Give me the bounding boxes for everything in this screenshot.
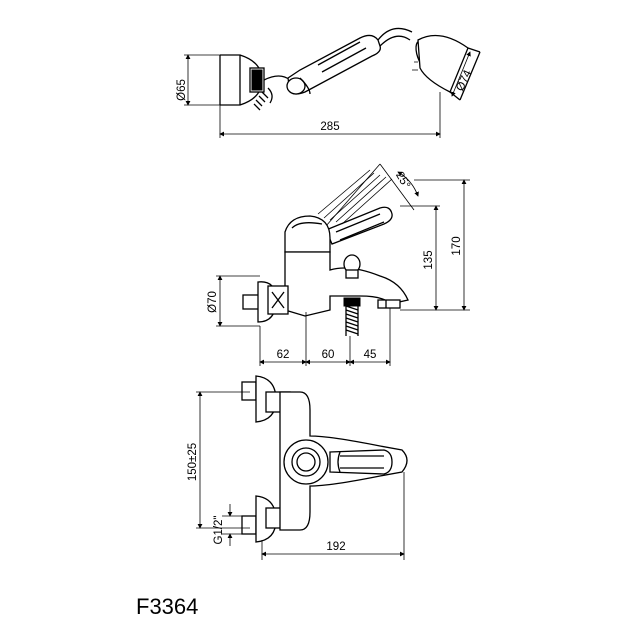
dim-192: 192	[326, 541, 345, 553]
dim-60: 60	[322, 349, 335, 361]
dim-angle: 25°	[393, 170, 412, 191]
dim-center: 150±25	[187, 443, 199, 481]
model-code: F3364	[136, 594, 198, 619]
dim-diameter-holder: Ø65	[176, 79, 188, 101]
dim-height-135: 135	[423, 250, 435, 269]
hand-shower-top-view: Ø65 Ø74 285	[176, 27, 481, 138]
mixer-side-view: 25° 135 170 Ø70 62 60 45	[207, 163, 470, 366]
dim-45: 45	[364, 349, 377, 361]
dim-height-170: 170	[451, 236, 463, 255]
dim-length: 285	[320, 121, 339, 133]
dim-62: 62	[277, 349, 290, 361]
mixer-plan-view: 150±25 G1/2" 192	[187, 375, 408, 560]
dim-diameter-flange: Ø70	[207, 291, 219, 313]
dim-thread: G1/2"	[213, 515, 225, 544]
